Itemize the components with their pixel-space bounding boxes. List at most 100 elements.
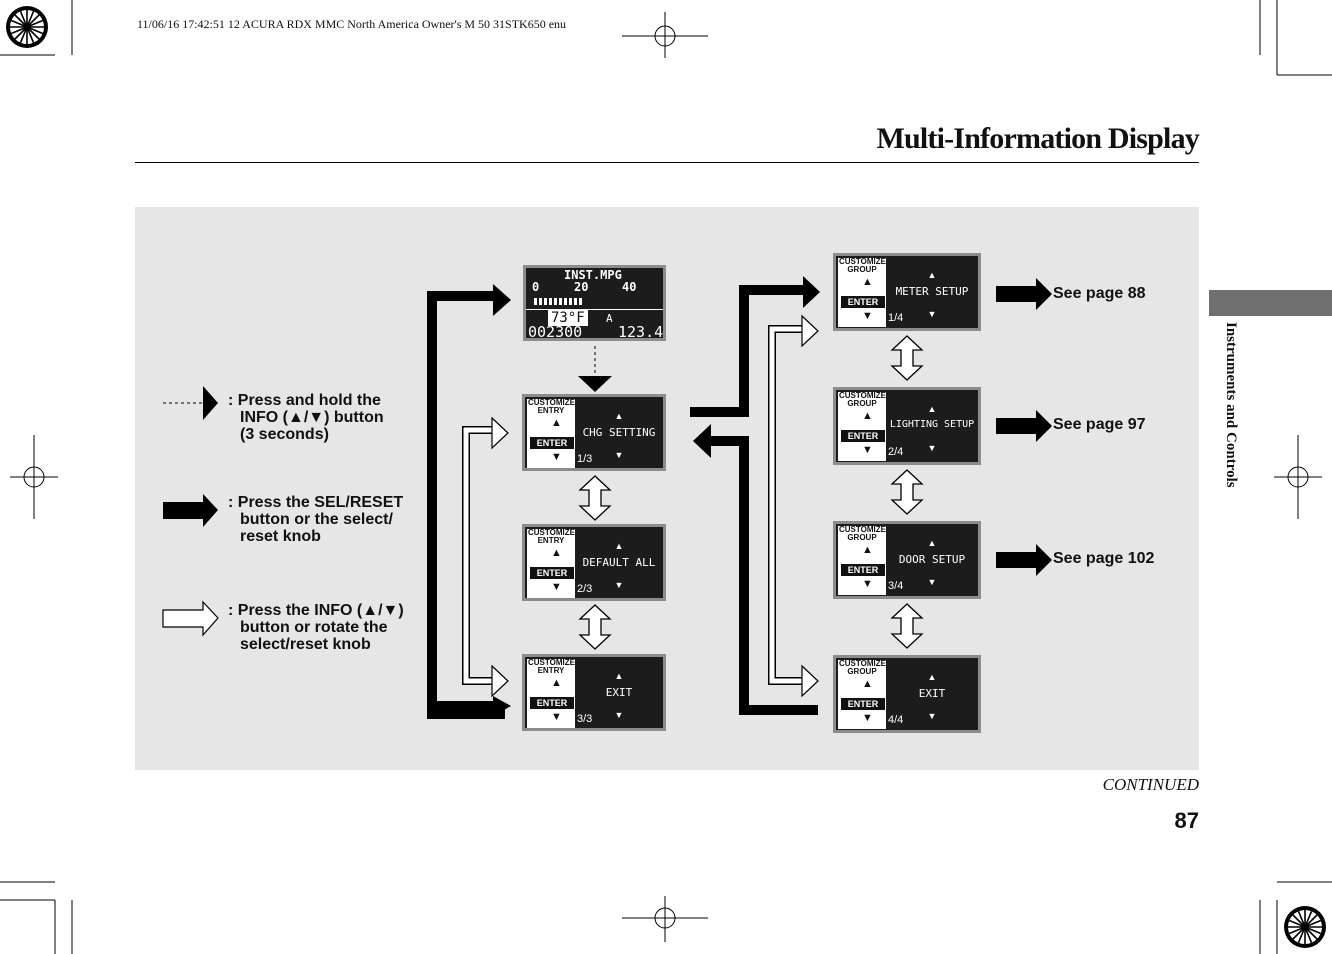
menu-label: DEFAULT ALL [582, 556, 656, 569]
page-indicator: 2/3 [577, 583, 593, 595]
mpg-scale-0: 0 [532, 280, 540, 294]
page-indicator: 2/4 [888, 446, 904, 458]
up-arrow-icon: ▲ [862, 276, 873, 288]
odometer: 002300 [528, 323, 583, 341]
menu-label: METER SETUP [895, 285, 969, 298]
menu-label: DOOR SETUP [898, 553, 966, 566]
enter-label: ENTER [841, 430, 885, 442]
enter-label: ENTER [530, 437, 574, 449]
menu-label: EXIT [605, 686, 633, 699]
page-indicator: 1/3 [577, 453, 593, 465]
enter-label: ENTER [841, 698, 885, 710]
up-arrow-icon: ▲ [862, 410, 873, 422]
down-arrow-icon: ▼ [927, 711, 937, 721]
legend-sel: : Press the SEL/RESET button or the sele… [228, 494, 404, 545]
up-arrow-icon: ▲ [614, 411, 624, 421]
up-arrow-icon: ▲ [927, 270, 937, 280]
up-arrow-icon: ▲ [614, 671, 624, 681]
menu-label: EXIT [918, 687, 946, 700]
menu-label: CHG SETTING [582, 426, 656, 439]
enter-label: ENTER [841, 296, 885, 308]
down-arrow-icon: ▼ [551, 711, 562, 723]
down-arrow-icon: ▼ [862, 712, 873, 724]
double-arrow-icon [578, 335, 924, 650]
legend-hold-line1: Press and hold the [237, 392, 381, 409]
enter-label: ENTER [841, 564, 885, 576]
hollow-arrow-icon [162, 600, 219, 637]
up-arrow-icon: ▲ [927, 404, 937, 414]
page-title: Multi-Information Display [876, 122, 1199, 155]
registration-mark-icon [6, 6, 48, 48]
legend-hold-line2: INFO (▲/▼) button [240, 409, 384, 426]
mpg-scale-20: 20 [574, 280, 589, 294]
trip-meter: 123.4 [618, 323, 664, 341]
down-arrow-icon: ▼ [551, 581, 562, 593]
section-label: Instruments and Controls [1223, 322, 1239, 488]
down-arrow-icon: ▼ [862, 310, 873, 322]
title-rule [135, 162, 1199, 163]
enter-label: ENTER [530, 567, 574, 579]
up-arrow-icon: ▲ [927, 672, 937, 682]
page-indicator: 3/3 [577, 713, 593, 725]
down-arrow-icon: ▼ [927, 577, 937, 587]
down-arrow-icon: ▼ [614, 450, 624, 460]
legend-info-line3: select/reset knob [240, 636, 371, 653]
menu-label: LIGHTING SETUP [889, 419, 975, 430]
up-arrow-icon: ▲ [551, 677, 562, 689]
see-page-102: See page 102 [1053, 550, 1155, 567]
print-slug: 11/06/16 17:42:51 12 ACURA RDX MMC North… [137, 17, 567, 31]
up-arrow-icon: ▲ [927, 538, 937, 548]
trip-indicator: A [606, 312, 613, 325]
inst-mpg-display: INST.MPG 0 20 40 73°F A 002300 123.4 [523, 265, 666, 341]
enter-label: ENTER [530, 697, 574, 709]
legend-info-line2: button or rotate the [240, 619, 388, 636]
down-arrow-icon: ▼ [551, 451, 562, 463]
continued-label: CONTINUED [1102, 775, 1199, 794]
see-page-88: See page 88 [1053, 285, 1146, 302]
see-page-97: See page 97 [1053, 416, 1146, 433]
legend-hold-line3: (3 seconds) [240, 426, 329, 443]
up-arrow-icon: ▲ [862, 678, 873, 690]
legend-sel-line2: button or the select/ [240, 511, 393, 528]
legend-info: : Press the INFO (▲/▼) button or rotate … [228, 602, 404, 653]
mpg-bargraph [534, 298, 582, 305]
legend-info-line1: Press the INFO (▲/▼) [237, 602, 404, 619]
hold-arrow-icon [578, 376, 612, 392]
down-arrow-icon: ▼ [614, 710, 624, 720]
page-indicator: 1/4 [888, 312, 904, 324]
up-arrow-icon: ▲ [551, 547, 562, 559]
legend-hold: : Press and hold the INFO (▲/▼) button (… [228, 392, 384, 443]
sel-loop-arrow [427, 291, 505, 719]
up-arrow-icon: ▲ [551, 417, 562, 429]
solid-arrow-icon [163, 494, 218, 527]
section-tab [1209, 290, 1332, 316]
up-arrow-icon: ▲ [614, 541, 624, 551]
down-arrow-icon: ▼ [862, 444, 873, 456]
mpg-scale-40: 40 [622, 280, 637, 294]
down-arrow-icon: ▼ [927, 309, 937, 319]
page-indicator: 3/4 [888, 580, 904, 592]
legend-sel-line1: Press the SEL/RESET [237, 494, 404, 511]
temp-readout: 73°F [548, 310, 588, 326]
page-indicator: 4/4 [888, 714, 904, 726]
see-page-arrow-icon [996, 278, 1052, 576]
mpg-label: INST.MPG [564, 268, 622, 282]
registration-mark-icon [1284, 906, 1326, 948]
down-arrow-icon: ▼ [927, 443, 937, 453]
crosshair-marks [10, 12, 1322, 942]
arrow-icon [203, 386, 218, 420]
down-arrow-icon: ▼ [614, 580, 624, 590]
